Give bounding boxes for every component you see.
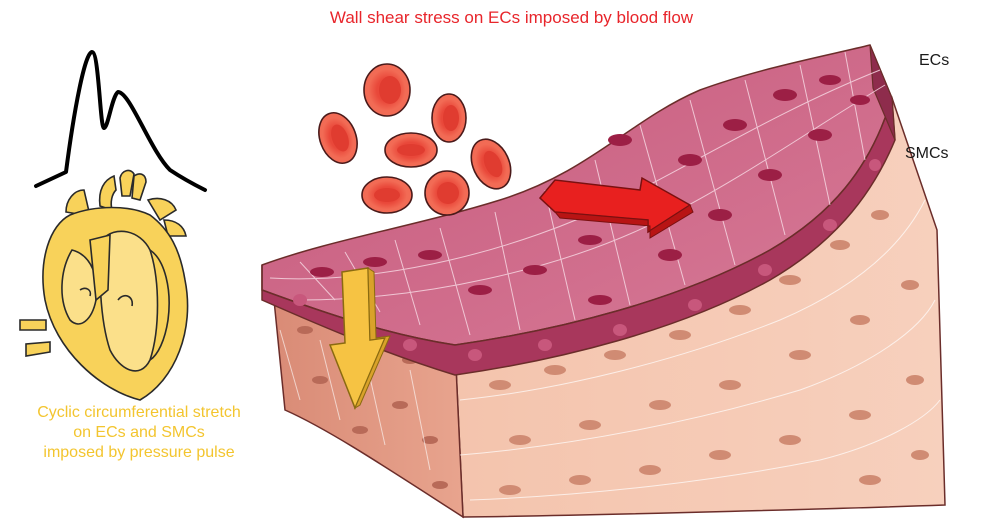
red-blood-cell xyxy=(432,94,466,142)
red-blood-cell xyxy=(425,171,469,215)
red-blood-cell xyxy=(464,133,519,195)
label-endothelial-cells: ECs xyxy=(919,52,949,70)
caption-line-1: Cyclic circumferential stretch xyxy=(8,403,270,423)
heart-icon xyxy=(20,171,188,400)
caption-line-3: imposed by pressure pulse xyxy=(8,443,270,463)
caption-line-2: on ECs and SMCs xyxy=(8,423,270,443)
label-smooth-muscle-cells: SMCs xyxy=(905,145,949,163)
red-blood-cell xyxy=(362,177,412,213)
pressure-waveform xyxy=(36,52,205,190)
stretch-caption: Cyclic circumferential stretch on ECs an… xyxy=(8,403,270,463)
red-blood-cell xyxy=(385,133,437,167)
diagram-title: Wall shear stress on ECs imposed by bloo… xyxy=(0,8,983,28)
red-blood-cells xyxy=(312,64,518,215)
red-blood-cell xyxy=(364,64,410,116)
red-blood-cell xyxy=(312,107,364,168)
